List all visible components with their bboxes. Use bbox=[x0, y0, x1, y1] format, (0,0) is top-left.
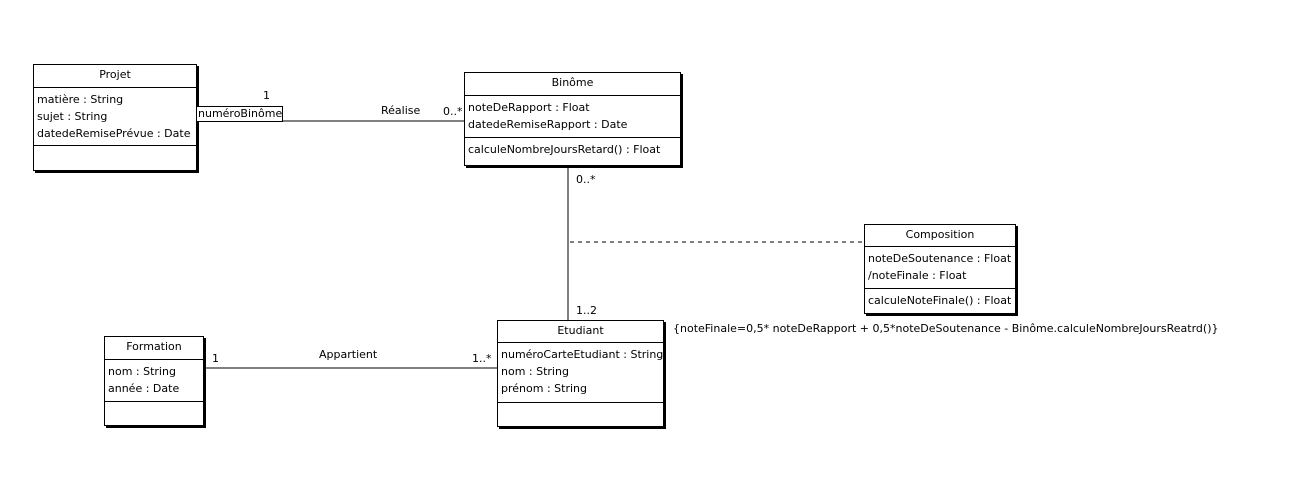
operations-section: calculeNombreJoursRetard() : Float bbox=[465, 138, 680, 161]
attributes-section: numéroCarteEtudiant : String nom : Strin… bbox=[498, 343, 663, 403]
operations-section bbox=[498, 403, 663, 409]
binome-etudiant-mult-binome: 0..* bbox=[576, 173, 596, 186]
attribute: /noteFinale : Float bbox=[868, 269, 967, 282]
attributes-section: noteDeRapport : Float datedeRemiseRappor… bbox=[465, 96, 680, 138]
attributes-section: noteDeSoutenance : Float /noteFinale : F… bbox=[865, 247, 1015, 289]
appartient-mult-formation: 1 bbox=[212, 352, 219, 365]
attribute: nom : String bbox=[108, 365, 176, 378]
attributes-section: nom : String année : Date bbox=[105, 360, 203, 402]
operation: calculeNoteFinale() : Float bbox=[868, 294, 1012, 307]
realise-association-name: Réalise bbox=[381, 104, 421, 117]
class-name: Projet bbox=[34, 65, 196, 88]
attributes-section: matière : String sujet : String datedeRe… bbox=[34, 88, 196, 146]
operations-section bbox=[105, 402, 203, 408]
operations-section bbox=[34, 146, 196, 171]
realise-mult-projet: 1 bbox=[263, 89, 270, 102]
attribute: sujet : String bbox=[37, 110, 108, 123]
appartient-association-name: Appartient bbox=[319, 348, 378, 361]
class-etudiant[interactable]: Etudiant numéroCarteEtudiant : String no… bbox=[497, 320, 664, 427]
binome-etudiant-mult-etudiant: 1..2 bbox=[576, 304, 597, 317]
attribute: numéroCarteEtudiant : String bbox=[501, 348, 664, 361]
operations-section: calculeNoteFinale() : Float bbox=[865, 289, 1015, 312]
note-finale-constraint: {noteFinale=0,5* noteDeRapport + 0,5*not… bbox=[673, 322, 1219, 335]
realise-mult-binome: 0..* bbox=[443, 105, 463, 118]
appartient-mult-etudiant: 1..* bbox=[472, 352, 492, 365]
operation: calculeNombreJoursRetard() : Float bbox=[468, 143, 661, 156]
class-projet[interactable]: Projet matière : String sujet : String d… bbox=[33, 64, 197, 171]
attribute: datedeRemiseRapport : Date bbox=[468, 118, 628, 131]
class-name: Binôme bbox=[465, 73, 680, 96]
class-name: Composition bbox=[865, 225, 1015, 247]
attribute: prénom : String bbox=[501, 382, 587, 395]
class-name: Etudiant bbox=[498, 321, 663, 343]
attribute: datedeRemisePrévue : Date bbox=[37, 127, 191, 140]
attribute: matière : String bbox=[37, 93, 124, 106]
attribute: noteDeRapport : Float bbox=[468, 101, 590, 114]
attribute: noteDeSoutenance : Float bbox=[868, 252, 1012, 265]
class-composition[interactable]: Composition noteDeSoutenance : Float /no… bbox=[864, 224, 1016, 314]
class-name: Formation bbox=[105, 337, 203, 360]
class-binome[interactable]: Binôme noteDeRapport : Float datedeRemis… bbox=[464, 72, 681, 166]
class-formation[interactable]: Formation nom : String année : Date bbox=[104, 336, 204, 426]
attribute: nom : String bbox=[501, 365, 569, 378]
qualifier-box: numéroBinôme bbox=[196, 106, 283, 122]
attribute: année : Date bbox=[108, 382, 180, 395]
